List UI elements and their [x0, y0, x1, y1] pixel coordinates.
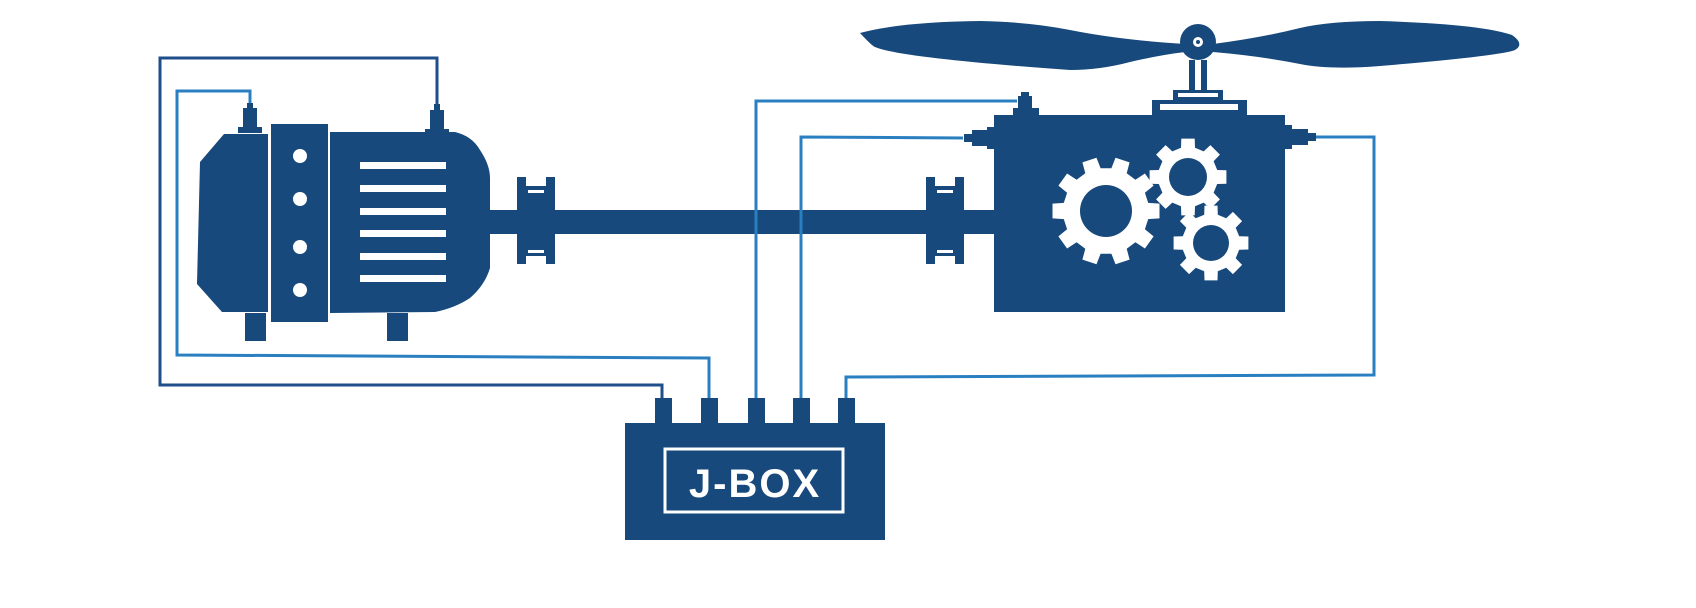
- terminal-2: [701, 398, 718, 424]
- jbox-label-frame: [663, 447, 845, 514]
- coupling-right-stub: [964, 210, 994, 234]
- gearbox-sensor-right: [1285, 125, 1316, 149]
- wire-1: [158, 56, 664, 400]
- gear-large-icon: [1052, 157, 1160, 265]
- coupling-left-hub: [526, 186, 546, 256]
- drive-shaft: [555, 210, 927, 234]
- terminal-3: [748, 398, 765, 424]
- gear-small-bottom-icon: [1173, 205, 1249, 281]
- gearLarge-hole: [1080, 185, 1132, 237]
- coupling-right-flange-b: [955, 177, 964, 264]
- motor: [197, 103, 518, 341]
- terminal-4: [793, 398, 810, 424]
- wire-4: [799, 135, 964, 400]
- jbox-label: J-BOX: [689, 462, 821, 506]
- fin-5: [360, 253, 446, 260]
- gearbox: [964, 60, 1316, 312]
- propeller-blade-right: [1213, 21, 1520, 68]
- motor-body: [330, 132, 490, 313]
- motor-shaft-stub: [488, 210, 518, 234]
- coupling-left-flange-a: [517, 177, 526, 264]
- coupling-right-flange-a: [926, 177, 935, 264]
- coupling-left: [517, 177, 555, 264]
- bolt-4: [293, 283, 307, 297]
- gear-small-top-icon: [1149, 138, 1227, 216]
- bolt-3: [293, 240, 307, 254]
- wire-2: [175, 89, 711, 400]
- jbox-terminals: [655, 398, 855, 424]
- bolt-1: [293, 149, 307, 163]
- fin-4: [360, 230, 446, 237]
- coupling-right-hub: [935, 186, 955, 256]
- coupling-right: [926, 177, 994, 264]
- fin-3: [360, 208, 446, 215]
- gearbox-sensor-top: [1013, 92, 1039, 115]
- propeller-blade-left: [860, 21, 1185, 70]
- junction-box: J-BOX: [625, 398, 885, 540]
- gearbox-sensor-left: [964, 127, 994, 149]
- terminal-5: [838, 398, 855, 424]
- gearbox-output-mount: [1152, 60, 1247, 116]
- wire-5: [844, 135, 1376, 400]
- motor-bolts: [293, 149, 307, 297]
- fin-2: [360, 185, 446, 192]
- propeller: [860, 21, 1520, 70]
- fin-6: [360, 275, 446, 282]
- gearSmallBottom-hole: [1193, 225, 1229, 261]
- motor-cooling-fins: [360, 162, 446, 282]
- coupling-left-flange-b: [546, 177, 555, 264]
- gearSmallTop-hole: [1169, 158, 1207, 196]
- motor-foot-right: [387, 313, 408, 341]
- fin-1: [360, 162, 446, 169]
- terminal-1: [655, 398, 672, 424]
- motor-foot-left: [245, 313, 266, 341]
- wiring: [158, 56, 1376, 400]
- motor-sensor-right: [425, 104, 449, 135]
- bolt-2: [293, 192, 307, 206]
- motor-sensor-left: [238, 103, 262, 133]
- wire-3: [754, 99, 1017, 400]
- motor-rear-cap: [197, 134, 268, 312]
